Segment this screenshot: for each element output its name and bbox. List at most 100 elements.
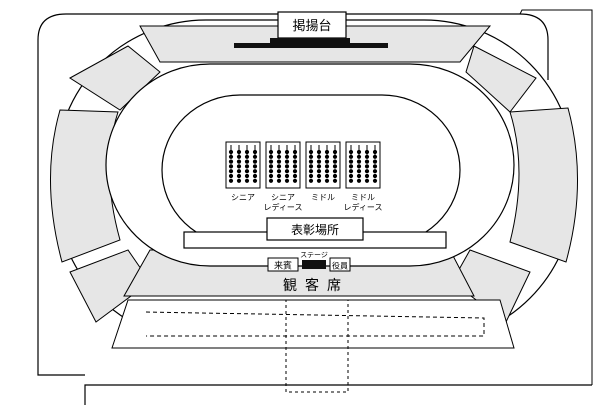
person-dot: [372, 154, 378, 159]
person-dot: [308, 164, 314, 169]
person-dot: [244, 154, 250, 159]
person-dot: [332, 154, 338, 159]
outer-boundary: [37, 13, 549, 376]
person-dot: [332, 159, 338, 164]
person-dot: [228, 178, 234, 183]
group-senior: シニア: [225, 141, 261, 202]
officials-box: [329, 257, 351, 272]
person-dot: [276, 178, 282, 183]
person-dot: [324, 169, 330, 174]
person-dot: [372, 173, 378, 179]
person-dot: [292, 149, 298, 155]
person-dot: [372, 159, 378, 164]
person-dot: [364, 178, 370, 183]
person-dot: [348, 178, 354, 183]
person-dot: [244, 173, 250, 179]
person-dot: [252, 154, 258, 159]
person-dot: [308, 178, 314, 183]
person-dot: [348, 164, 354, 169]
person-dot: [292, 173, 298, 179]
person-dot: [292, 164, 298, 169]
flag-stand-bar: [234, 43, 388, 48]
person-dot: [252, 149, 258, 155]
person-dot: [308, 169, 314, 174]
group-label: シニア: [231, 193, 255, 202]
person-dot: [332, 149, 338, 155]
person-dot: [348, 173, 354, 179]
guest-box: [267, 257, 299, 272]
person-dot: [308, 149, 314, 155]
person-dot: [332, 164, 338, 169]
person-dot: [308, 173, 314, 179]
person-dot: [332, 169, 338, 174]
person-dot: [268, 169, 274, 174]
person-dot: [284, 164, 290, 169]
person-dot: [356, 178, 362, 183]
person-dot: [228, 164, 234, 169]
person-dot: [348, 159, 354, 164]
person-dot: [364, 169, 370, 174]
person-dot: [316, 164, 322, 169]
person-dot: [292, 159, 298, 164]
person-dot: [324, 154, 330, 159]
person-dot: [316, 154, 322, 159]
person-dot: [228, 154, 234, 159]
person-dot: [228, 173, 234, 179]
person-dot: [268, 159, 274, 164]
person-dot: [228, 159, 234, 164]
person-dot: [252, 159, 258, 164]
person-dot: [244, 169, 250, 174]
person-dot: [276, 149, 282, 155]
person-dot: [364, 159, 370, 164]
stage-label: ステージ: [300, 251, 328, 259]
participant-groups: シニアシニアレディースミドルミドルレディース: [225, 141, 383, 212]
person-dot: [284, 154, 290, 159]
person-dot: [372, 149, 378, 155]
stand-upper-left: [69, 45, 161, 111]
person-dot: [372, 164, 378, 169]
person-dot: [236, 149, 242, 155]
stage-block: [302, 260, 326, 269]
person-dot: [268, 149, 274, 155]
person-dot: [364, 173, 370, 179]
group-label: レディース: [343, 202, 382, 212]
person-dot: [348, 154, 354, 159]
person-dot: [276, 173, 282, 179]
person-dot: [268, 154, 274, 159]
flag-stand-box: [277, 11, 347, 39]
person-dot: [284, 169, 290, 174]
walkway-outer: [111, 299, 515, 349]
person-dot: [372, 169, 378, 174]
person-dot: [324, 149, 330, 155]
person-dot: [356, 164, 362, 169]
group-label: ミドル: [311, 193, 335, 202]
person-dot: [332, 173, 338, 179]
person-dot: [228, 169, 234, 174]
person-dot: [276, 169, 282, 174]
group-middle: ミドル: [305, 141, 341, 202]
person-dot: [316, 173, 322, 179]
person-dot: [348, 149, 354, 155]
stand-right: [509, 107, 579, 263]
person-dot: [276, 154, 282, 159]
flag-stand-base: [270, 38, 350, 43]
person-dot: [308, 154, 314, 159]
person-dot: [316, 178, 322, 183]
person-dot: [356, 159, 362, 164]
person-dot: [252, 169, 258, 174]
person-dot: [252, 178, 258, 183]
guest-label: 来賓: [274, 260, 292, 272]
person-dot: [268, 164, 274, 169]
award-area-label: 表彰場所: [291, 222, 339, 237]
person-dot: [252, 164, 258, 169]
person-dot: [332, 178, 338, 183]
person-dot: [236, 173, 242, 179]
person-dot: [236, 164, 242, 169]
person-dot: [364, 164, 370, 169]
person-dot: [284, 173, 290, 179]
person-dot: [236, 178, 242, 183]
walkway-dashed: [145, 311, 485, 337]
